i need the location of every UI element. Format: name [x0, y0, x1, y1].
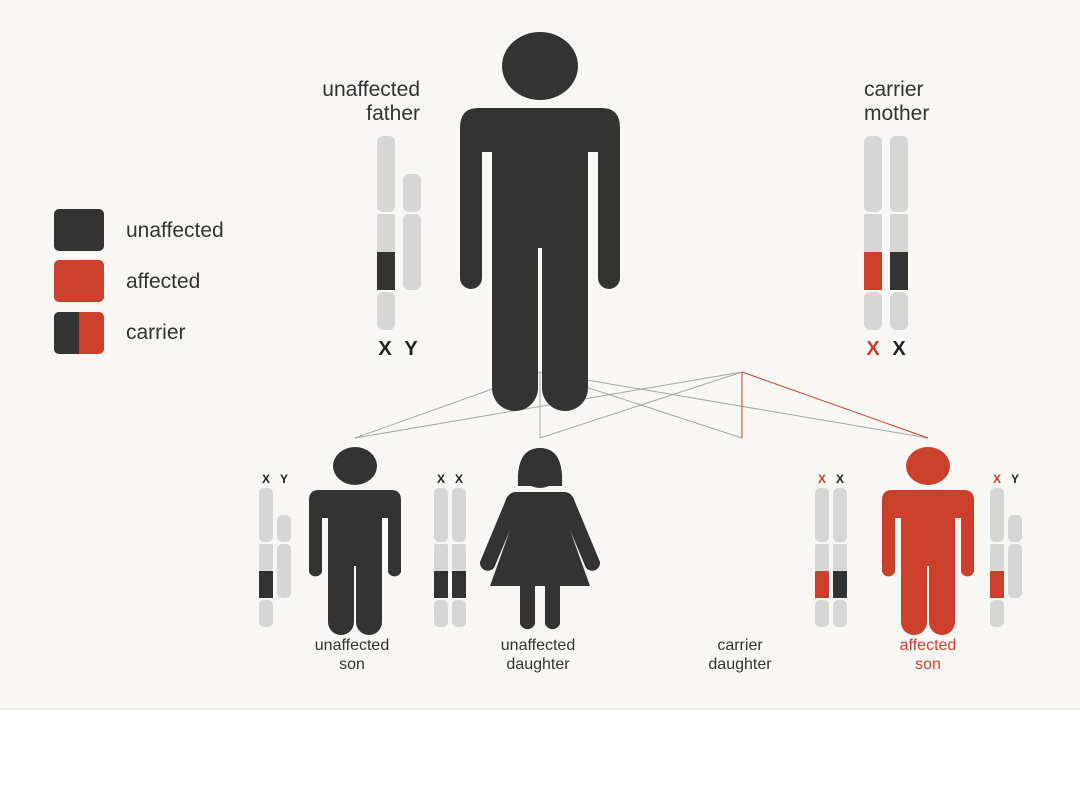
father-chr-x: X: [378, 338, 392, 360]
son1-label-line2: son: [339, 656, 365, 673]
mother-label-line1: carrier: [864, 78, 924, 101]
mother-x2-gene-unaffected: [890, 252, 908, 290]
daughter1-label-line2: daughter: [506, 656, 570, 673]
daughter2-label-line1: carrier: [717, 637, 763, 654]
son1-label-line1: unaffected: [315, 637, 389, 654]
legend-label-unaffected: unaffected: [126, 219, 224, 242]
son1-chromosomes: [259, 488, 291, 627]
daughter1-chromosomes: [434, 488, 466, 627]
son2-chr-x: X: [993, 472, 1001, 486]
inheritance-diagram: unaffected affected carrier unaffected f…: [54, 32, 1022, 673]
son2-label-line2: son: [915, 656, 941, 673]
legend-label-affected: affected: [126, 270, 200, 293]
mother-chr-x2: X: [892, 338, 906, 360]
son2-chromosomes: [990, 488, 1022, 627]
father-label-line1: unaffected: [322, 78, 420, 101]
son2-label-line1: affected: [900, 637, 957, 654]
father-x-gene-unaffected: [377, 252, 395, 290]
son1-chr-x: X: [262, 472, 270, 486]
daughter-carrier-figure: [681, 448, 803, 630]
mother-figure: [645, 32, 839, 400]
father-chr-y: Y: [404, 338, 418, 360]
father-chromosomes: [377, 136, 421, 330]
son-affected-figure: [882, 447, 974, 635]
son1-chr-y: Y: [280, 472, 288, 486]
legend-swatch-affected: [54, 260, 104, 302]
daughter2-chromosomes: [815, 488, 847, 627]
daughter1-chr-x1: X: [437, 472, 445, 486]
legend-label-carrier: carrier: [126, 321, 186, 344]
son2-chr-y: Y: [1011, 472, 1019, 486]
daughter-unaffected-figure: [479, 448, 601, 630]
legend-swatch-carrier: [54, 312, 104, 354]
father-label-line2: father: [366, 102, 420, 125]
daughter2-label-line2: daughter: [708, 656, 772, 673]
mother-chromosomes: [864, 136, 908, 330]
mother-x1-gene-affected: [864, 252, 882, 290]
legend: unaffected affected carrier: [54, 209, 224, 354]
legend-swatch-unaffected: [54, 209, 104, 251]
father-figure: [460, 32, 620, 411]
son-unaffected-figure: [309, 447, 401, 635]
daughter2-chr-x1: X: [818, 472, 826, 486]
daughter1-label-line1: unaffected: [501, 637, 575, 654]
mother-label-line2: mother: [864, 102, 929, 125]
inheritance-lines: [354, 371, 929, 439]
daughter2-chr-x2: X: [836, 472, 844, 486]
mother-chr-x1: X: [866, 338, 880, 360]
daughter1-chr-x2: X: [455, 472, 463, 486]
